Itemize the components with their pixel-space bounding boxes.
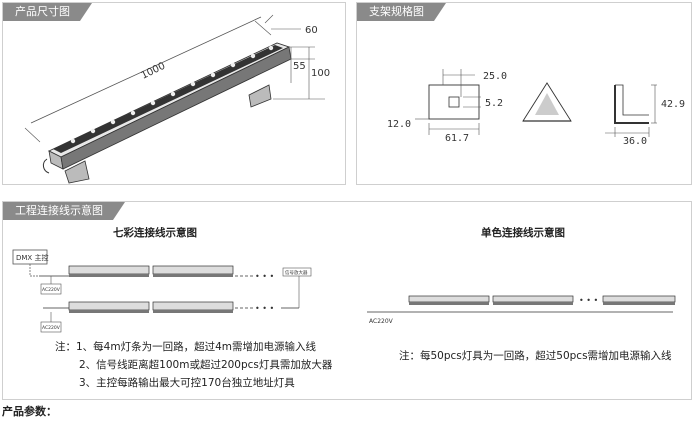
bracket-dim-5: 42.9 <box>661 99 685 110</box>
height-a-dimension: 55 <box>293 61 306 72</box>
height-b-dimension: 100 <box>311 68 330 79</box>
bracket-drawing: 25.0 5.2 12.0 61.7 42.9 36.0 <box>387 69 685 147</box>
svg-text:• • •: • • • <box>255 272 274 281</box>
bracket-dim-6: 36.0 <box>623 136 647 147</box>
length-dimension: 1000 <box>139 61 167 82</box>
depth-dimension: 60 <box>305 25 318 36</box>
dimension-drawing: 1000 60 55 100 <box>24 14 330 184</box>
mono-diagram-title: 单色连接线示意图 <box>481 227 565 239</box>
rgb-note-2: 2、信号线距离超100m或超过200pcs灯具需加放大器 <box>79 359 333 371</box>
svg-text:• • •: • • • <box>255 304 274 313</box>
rgb-wiring-diagram: DMX 主控 • • • 信号放大器 AC220V • • • <box>12 249 312 333</box>
bracket-dim-1: 25.0 <box>483 71 507 82</box>
signal-amplifier-label: 信号放大器 <box>285 269 308 276</box>
rgb-note-3: 3、主控每路输出最大可控170台独立地址灯具 <box>79 377 295 389</box>
params-label: 产品参数： <box>2 405 57 418</box>
ac-supply-label: AC220V <box>369 318 394 325</box>
rgb-row-1: • • • 信号放大器 <box>39 265 312 281</box>
rgb-row-2: • • • <box>43 301 299 313</box>
mono-wiring-diagram: • • • AC220V <box>367 295 676 325</box>
mono-note: 注：每50pcs灯具为一回路，超过50pcs需增加电源输入线 <box>399 350 672 362</box>
bracket-dim-3: 12.0 <box>387 119 411 130</box>
svg-text:• • •: • • • <box>579 296 598 305</box>
rgb-note-1: 注：1、每4m灯条为一回路，超过4m需增加电源输入线 <box>55 341 316 353</box>
psu-label-2: AC220V <box>42 325 61 331</box>
psu-label-1: AC220V <box>42 287 61 293</box>
bracket-dim-2: 5.2 <box>485 98 503 109</box>
wiring-panel: 工程连接线示意图 七彩连接线示意图 单色连接线示意图 DMX 主控 • • • … <box>2 201 692 400</box>
dimension-panel-title: 产品尺寸图 <box>3 3 92 21</box>
bracket-panel: 支架规格图 25.0 5.2 12.0 61.7 42.9 36.0 <box>356 2 692 185</box>
wiring-panel-title: 工程连接线示意图 <box>3 202 125 220</box>
dmx-controller-label: DMX 主控 <box>16 253 48 262</box>
bracket-dim-4: 61.7 <box>445 133 469 144</box>
rgb-diagram-title: 七彩连接线示意图 <box>113 227 197 239</box>
bracket-panel-title: 支架规格图 <box>357 3 446 21</box>
dimension-panel: 产品尺寸图 1000 60 55 1 <box>2 2 346 185</box>
